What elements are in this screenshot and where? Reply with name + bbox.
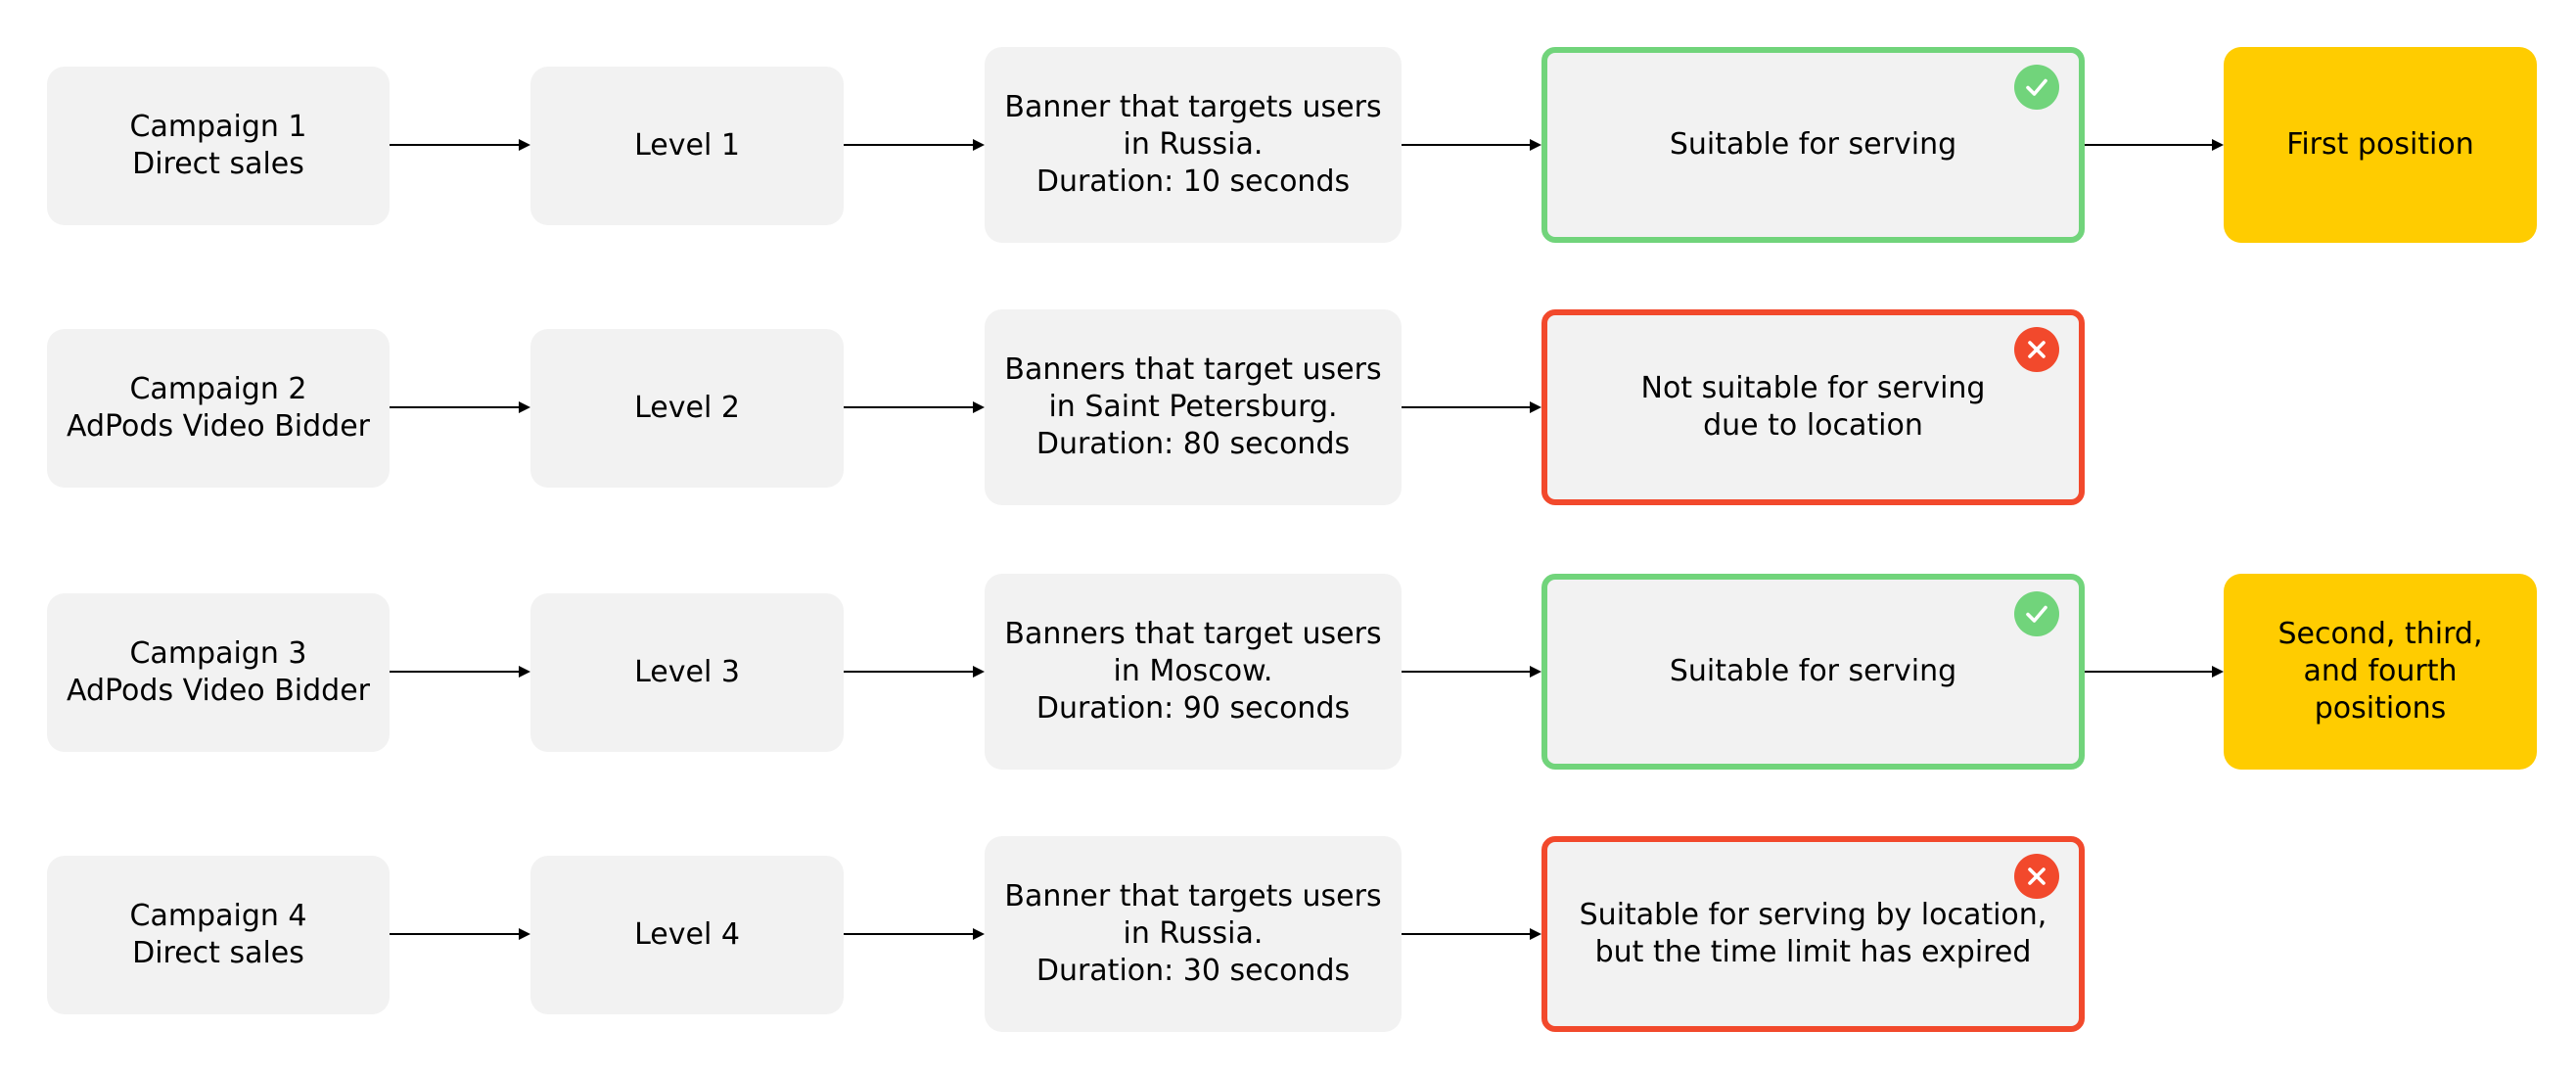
banner-box-1-label: Banner that targets users in Russia. Dur… [1004, 90, 1382, 199]
campaign-box-4-label: Campaign 4 Direct sales [129, 899, 307, 970]
level-box-3: Level 3 [530, 593, 844, 752]
banner-box-3-label: Banners that target users in Moscow. Dur… [1004, 617, 1382, 726]
status-box-3-label: Suitable for serving [1669, 654, 1957, 688]
banner-box-2-label: Banners that target users in Saint Peter… [1004, 352, 1382, 461]
status-box-4-label: Suitable for serving by location, but th… [1579, 898, 2047, 969]
level-box-2: Level 2 [530, 329, 844, 488]
position-box-1: First position [2224, 47, 2537, 243]
banner-box-3: Banners that target users in Moscow. Dur… [985, 574, 1402, 770]
status-box-2: Not suitable for serving due to location [1541, 309, 2085, 505]
arrow-level-to-banner-4 [844, 926, 985, 942]
status-box-1-label: Suitable for serving [1669, 127, 1957, 162]
level-box-3-label: Level 3 [634, 655, 740, 689]
campaign-box-3-label: Campaign 3 AdPods Video Bidder [66, 636, 370, 708]
status-box-3: Suitable for serving [1541, 574, 2085, 770]
level-box-4-label: Level 4 [634, 917, 740, 952]
arrow-level-to-banner-3 [844, 664, 985, 679]
arrow-status-to-position-3 [2085, 664, 2224, 679]
level-box-1-label: Level 1 [634, 128, 740, 163]
level-box-1: Level 1 [530, 67, 844, 225]
position-box-3: Second, third, and fourth positions [2224, 574, 2537, 770]
banner-box-1: Banner that targets users in Russia. Dur… [985, 47, 1402, 243]
arrow-banner-to-status-3 [1402, 664, 1541, 679]
banner-box-2: Banners that target users in Saint Peter… [985, 309, 1402, 505]
cross-icon [2014, 854, 2059, 899]
campaign-box-3: Campaign 3 AdPods Video Bidder [47, 593, 390, 752]
cross-icon [2014, 327, 2059, 372]
campaign-box-1-label: Campaign 1 Direct sales [129, 110, 307, 181]
banner-box-4-label: Banner that targets users in Russia. Dur… [1004, 879, 1382, 988]
arrow-status-to-position-1 [2085, 137, 2224, 153]
arrow-campaign-to-level-4 [390, 926, 530, 942]
arrow-campaign-to-level-3 [390, 664, 530, 679]
campaign-box-2-label: Campaign 2 AdPods Video Bidder [66, 372, 370, 444]
level-box-4: Level 4 [530, 856, 844, 1014]
status-box-2-label: Not suitable for serving due to location [1640, 371, 1986, 443]
position-box-3-label: Second, third, and fourth positions [2277, 617, 2483, 726]
arrow-banner-to-status-1 [1402, 137, 1541, 153]
check-icon [2014, 591, 2059, 636]
position-box-1-label: First position [2286, 127, 2474, 162]
arrow-banner-to-status-2 [1402, 399, 1541, 415]
arrow-level-to-banner-1 [844, 137, 985, 153]
status-box-1: Suitable for serving [1541, 47, 2085, 243]
arrow-campaign-to-level-2 [390, 399, 530, 415]
campaign-box-1: Campaign 1 Direct sales [47, 67, 390, 225]
campaign-box-4: Campaign 4 Direct sales [47, 856, 390, 1014]
banner-box-4: Banner that targets users in Russia. Dur… [985, 836, 1402, 1032]
campaign-box-2: Campaign 2 AdPods Video Bidder [47, 329, 390, 488]
arrow-level-to-banner-2 [844, 399, 985, 415]
arrow-campaign-to-level-1 [390, 137, 530, 153]
status-box-4: Suitable for serving by location, but th… [1541, 836, 2085, 1032]
level-box-2-label: Level 2 [634, 391, 740, 425]
check-icon [2014, 65, 2059, 110]
arrow-banner-to-status-4 [1402, 926, 1541, 942]
